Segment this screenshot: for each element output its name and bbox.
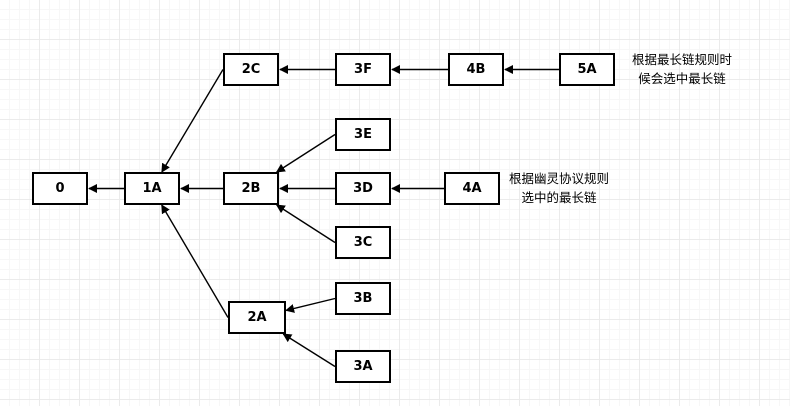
ghost-protocol-note: 根据幽灵协议规则 选中的最长链 (509, 169, 609, 207)
block-node-4a[interactable]: 4A (444, 172, 500, 205)
block-node-4b[interactable]: 4B (448, 53, 504, 86)
edge-3e-to-2b (275, 133, 336, 173)
block-node-3b[interactable]: 3B (335, 282, 391, 315)
block-node-3a[interactable]: 3A (335, 350, 391, 383)
longest-chain-note-line-2: 候会选中最长链 (638, 71, 726, 86)
block-node-2a[interactable]: 2A (228, 301, 286, 334)
edge-3c-to-2b (275, 204, 336, 244)
ghost-protocol-note-line-2: 选中的最长链 (521, 190, 597, 205)
block-node-0[interactable]: 0 (32, 172, 88, 205)
longest-chain-note-line-1: 根据最长链规则时 (632, 52, 733, 67)
ghost-protocol-note-line-1: 根据幽灵协议规则 (509, 171, 610, 186)
block-node-3f[interactable]: 3F (335, 53, 391, 86)
block-node-3e[interactable]: 3E (335, 118, 391, 151)
edge-2c-to-1a (161, 69, 224, 173)
block-node-1a[interactable]: 1A (124, 172, 180, 205)
edge-3b-to-2a (285, 297, 336, 313)
block-node-3c[interactable]: 3C (335, 226, 391, 259)
block-node-3d[interactable]: 3D (335, 172, 391, 205)
block-node-5a[interactable]: 5A (559, 53, 615, 86)
edge-2a-to-1a (161, 204, 229, 318)
longest-chain-note: 根据最长链规则时 候会选中最长链 (632, 50, 732, 88)
edge-3a-to-2a (282, 333, 336, 368)
block-node-2b[interactable]: 2B (223, 172, 279, 205)
block-node-2c[interactable]: 2C (223, 53, 279, 86)
